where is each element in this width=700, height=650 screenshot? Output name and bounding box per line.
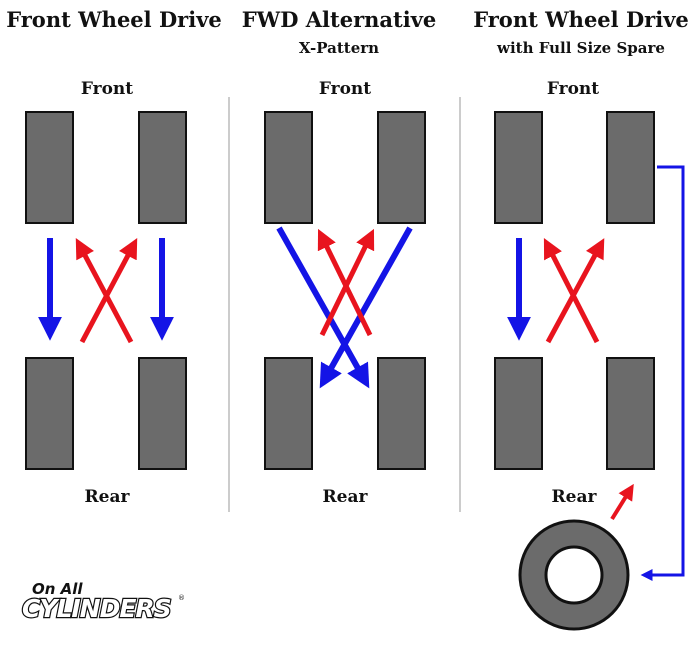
- rear-label: Rear: [552, 487, 598, 507]
- tire-front-left: [25, 111, 74, 224]
- panel-fwd-full-size-spare: Front Wheel Drive with Full Size Spare F…: [473, 7, 689, 631]
- logo-line1: On All: [32, 580, 83, 598]
- arrow-front-right-to-spare: [640, 165, 685, 581]
- tire-front-right: [138, 111, 187, 224]
- panel-subtitle: with Full Size Spare: [496, 39, 665, 57]
- on-all-cylinders-logo: On All CYLINDERS ®: [21, 580, 185, 624]
- front-label: Front: [319, 79, 371, 99]
- panel-title: FWD Alternative: [242, 7, 437, 32]
- arrow-front-right-to-rear-left: [319, 226, 413, 389]
- logo-line2: CYLINDERS: [22, 594, 171, 623]
- tire-rear-right: [606, 357, 655, 470]
- rear-label: Rear: [323, 487, 369, 507]
- arrow-spare-to-rear-right: [610, 483, 634, 521]
- tire-rear-right: [377, 357, 426, 470]
- tire-front-left: [494, 111, 543, 224]
- tire-front-left: [264, 111, 313, 224]
- arrow-rear-right-to-front-left: [543, 237, 600, 344]
- tire-rear-left: [494, 357, 543, 470]
- arrow-front-left-to-rear-right: [276, 226, 370, 389]
- logo-registered-mark: ®: [178, 594, 185, 602]
- panel-title: Front Wheel Drive: [473, 7, 689, 32]
- front-label: Front: [81, 79, 133, 99]
- tire-rear-left: [264, 357, 313, 470]
- arrow-rear-left-to-front-right: [319, 228, 375, 337]
- panel-title: Front Wheel Drive: [6, 7, 222, 32]
- arrow-rear-left-to-front-right: [79, 238, 138, 344]
- tire-front-right: [377, 111, 426, 224]
- panel-front-wheel-drive: Front Wheel Drive Front Rear: [6, 7, 222, 507]
- rear-label: Rear: [85, 487, 131, 507]
- panel-fwd-x-pattern: FWD Alternative X-Pattern Front Rear: [242, 7, 437, 507]
- panel-subtitle: X-Pattern: [299, 39, 379, 57]
- tire-rear-right: [138, 357, 187, 470]
- front-label: Front: [547, 79, 599, 99]
- tire-rear-left: [25, 357, 74, 470]
- tire-front-right: [606, 111, 655, 224]
- spare-tire-icon: [518, 519, 630, 631]
